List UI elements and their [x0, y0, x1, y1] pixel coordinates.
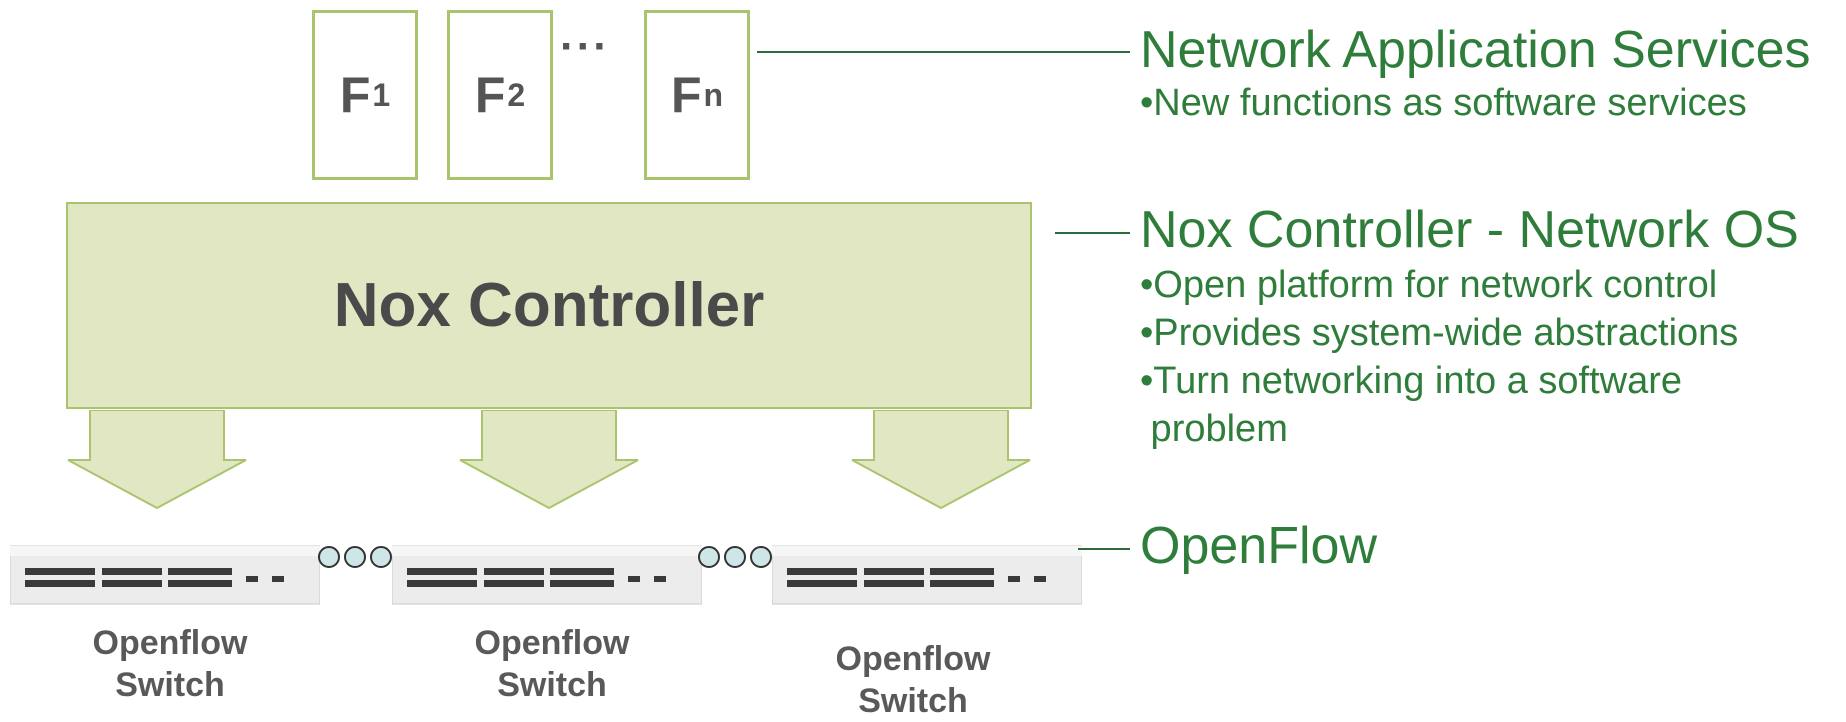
down-arrow-icon: [67, 410, 247, 510]
function-subscript: 1: [372, 76, 391, 113]
controller-leader-line: [1055, 232, 1130, 234]
controller-bullet: problem: [1140, 408, 1288, 450]
connector-dot-icon: [318, 546, 340, 568]
connector-dot-icon: [344, 546, 366, 568]
down-arrow-icon: [851, 410, 1031, 510]
controller-bullet: •Turn networking into a software: [1140, 360, 1683, 402]
switch-label-line1: Openflow: [474, 624, 630, 662]
connector-dot-icon: [698, 546, 720, 568]
controller-bullet: •Open platform for network control: [1140, 264, 1718, 306]
openflow-switch-icon: [392, 545, 702, 605]
function-ellipsis: ···: [560, 22, 610, 71]
services-bullet: •New functions as software services: [1140, 82, 1747, 124]
switch-label-line1: Openflow: [92, 624, 248, 662]
connector-dot-icon: [750, 546, 772, 568]
switch-label-line2: Switch: [858, 682, 968, 720]
services-leader-line: [757, 51, 1130, 53]
function-letter: F: [474, 67, 506, 123]
function-letter: F: [339, 67, 371, 123]
switch-label-line2: Switch: [497, 666, 607, 704]
function-subscript: n: [703, 76, 724, 113]
switch-label: Openflow Switch: [783, 638, 1043, 722]
switch-label: Openflow Switch: [422, 622, 682, 706]
switch-label: Openflow Switch: [40, 622, 300, 706]
switch-label-line2: Switch: [115, 666, 225, 704]
connector-dot-icon: [370, 546, 392, 568]
services-title: Network Application Services: [1140, 21, 1811, 79]
openflow-switch-icon: [10, 545, 320, 605]
controller-title: Nox Controller - Network OS: [1140, 201, 1799, 259]
nox-controller-box: Nox Controller: [66, 202, 1032, 409]
down-arrow-icon: [459, 410, 639, 510]
openflow-title: OpenFlow: [1140, 517, 1377, 575]
controller-bullet: •Provides system-wide abstractions: [1140, 312, 1739, 354]
nox-controller-label: Nox Controller: [333, 271, 765, 340]
openflow-leader-line: [1078, 548, 1130, 550]
connector-dot-icon: [724, 546, 746, 568]
function-subscript: 2: [507, 76, 526, 113]
switch-label-line1: Openflow: [835, 640, 991, 678]
openflow-switch-icon: [772, 545, 1082, 605]
function-letter: F: [670, 67, 702, 123]
